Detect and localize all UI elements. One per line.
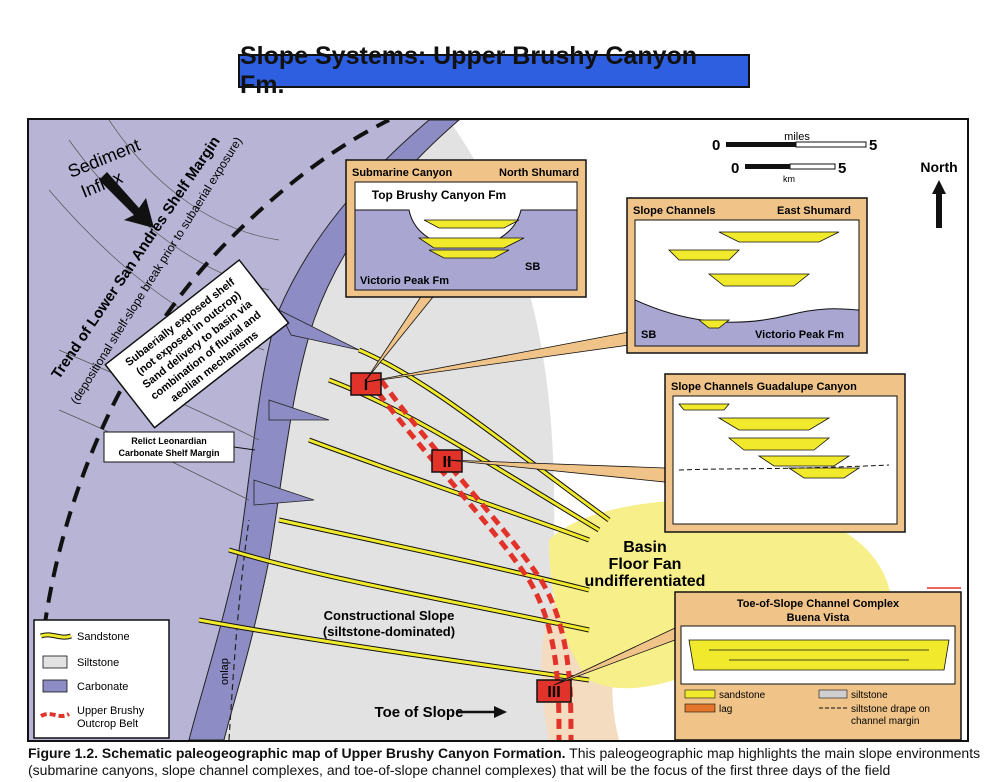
relict-margin-line-2: Carbonate Shelf Margin xyxy=(118,448,219,458)
caption-text: This paleogeographic map highlights the … xyxy=(28,745,981,778)
scale-km-zero: 0 xyxy=(731,160,739,177)
outcrop-belt xyxy=(378,378,574,740)
svg-text:Victorio Peak Fm: Victorio Peak Fm xyxy=(755,329,844,341)
legend-outcrop-2: Outcrop Belt xyxy=(77,718,138,730)
basin-fan-line-2: Floor Fan xyxy=(609,556,682,573)
title-banner: Slope Systems: Upper Brushy Canyon Fm. xyxy=(238,42,750,99)
north-arrow-shaft xyxy=(936,192,942,228)
legend-sandstone: Sandstone xyxy=(77,631,130,643)
svg-text:East Shumard: East Shumard xyxy=(777,205,851,217)
svg-text:North Shumard: North Shumard xyxy=(499,167,579,179)
scale-miles-label: miles xyxy=(784,131,810,143)
paleogeographic-map: I II III Sediment Influx Trend of Lower … xyxy=(29,120,967,740)
north-label: North xyxy=(920,159,957,175)
svg-text:Submarine Canyon: Submarine Canyon xyxy=(352,167,453,179)
svg-text:siltstone: siltstone xyxy=(851,690,888,701)
page-title: Slope Systems: Upper Brushy Canyon Fm. xyxy=(240,42,698,99)
legend-siltstone: Siltstone xyxy=(77,657,119,669)
svg-text:lag: lag xyxy=(719,704,732,715)
svg-text:Slope Channels Guadalupe Cany: Slope Channels Guadalupe Canyon xyxy=(671,381,857,393)
constructional-slope-line-2: (siltstone-dominated) xyxy=(323,624,455,639)
legend-carbonate: Carbonate xyxy=(77,681,128,693)
shelf-region xyxy=(29,120,429,740)
scale-km-five: 5 xyxy=(838,160,846,177)
site-marker-3 xyxy=(536,679,572,703)
scale-bar: miles 0 5 0 5 km xyxy=(712,131,877,184)
outcrop-belt xyxy=(366,378,562,740)
site-label-2: II xyxy=(443,454,452,471)
scale-miles-five: 5 xyxy=(869,137,877,154)
svg-text:channel margin: channel margin xyxy=(851,716,919,727)
onlap-label: onlap xyxy=(219,658,231,685)
scale-km-label: km xyxy=(783,174,795,184)
svg-text:Victorio Peak Fm: Victorio Peak Fm xyxy=(360,275,449,287)
constructional-slope-line-1: Constructional Slope xyxy=(324,608,455,623)
basin-fan-line-3: undifferentiated xyxy=(585,573,706,590)
svg-text:sandstone: sandstone xyxy=(719,690,766,701)
inset-pointers xyxy=(365,291,676,686)
figure-caption: Figure 1.2. Schematic paleogeographic ma… xyxy=(28,745,988,779)
contour-line xyxy=(108,120,280,241)
relict-margin-box xyxy=(103,431,235,463)
inset-toe-complex: Toe-of-Slope Channel Complex Buena Vista… xyxy=(674,591,962,740)
basin-fan-line-1: Basin xyxy=(623,539,667,556)
north-arrow-icon xyxy=(932,180,946,194)
svg-text:siltstone drape on: siltstone drape on xyxy=(851,704,930,715)
site-label-3: III xyxy=(547,684,560,701)
svg-text:SB: SB xyxy=(641,329,656,341)
relict-pointer xyxy=(233,446,256,451)
toe-of-slope-label: Toe of Slope xyxy=(375,704,464,721)
inset-submarine-canyon: Submarine Canyon North Shumard Top Brush… xyxy=(345,159,587,298)
carbonate-spur xyxy=(268,399,330,421)
sediment-arrow xyxy=(99,172,154,228)
map-frame: I II III Sediment Influx Trend of Lower … xyxy=(27,118,969,742)
caption-bold: Figure 1.2. Schematic paleogeographic ma… xyxy=(28,745,566,761)
svg-text:Top Brushy Canyon Fm: Top Brushy Canyon Fm xyxy=(372,188,506,202)
inset-slope-east-shumard: Slope Channels East Shumard SB Victorio … xyxy=(626,197,868,354)
legend-outcrop-1: Upper Brushy xyxy=(77,705,145,717)
svg-text:Slope Channels: Slope Channels xyxy=(633,205,716,217)
svg-text:SB: SB xyxy=(525,261,540,273)
svg-text:Toe-of-Slope Channel Complex: Toe-of-Slope Channel Complex xyxy=(737,598,900,610)
scale-miles-zero: 0 xyxy=(712,137,720,154)
carbonate-spur xyxy=(253,479,315,506)
site-label-1: I xyxy=(364,377,368,394)
inset-slope-guadalupe: Slope Channels Guadalupe Canyon xyxy=(664,373,906,533)
legend: Sandstone Siltstone Carbonate Upper Brus… xyxy=(33,619,170,739)
shelf-margin-trend xyxy=(37,120,390,681)
toe-arrow-icon xyxy=(494,706,507,718)
relict-margin-line-1: Relict Leonardian xyxy=(131,436,207,446)
svg-text:Buena Vista: Buena Vista xyxy=(787,612,851,624)
site-marker-1 xyxy=(350,372,382,396)
